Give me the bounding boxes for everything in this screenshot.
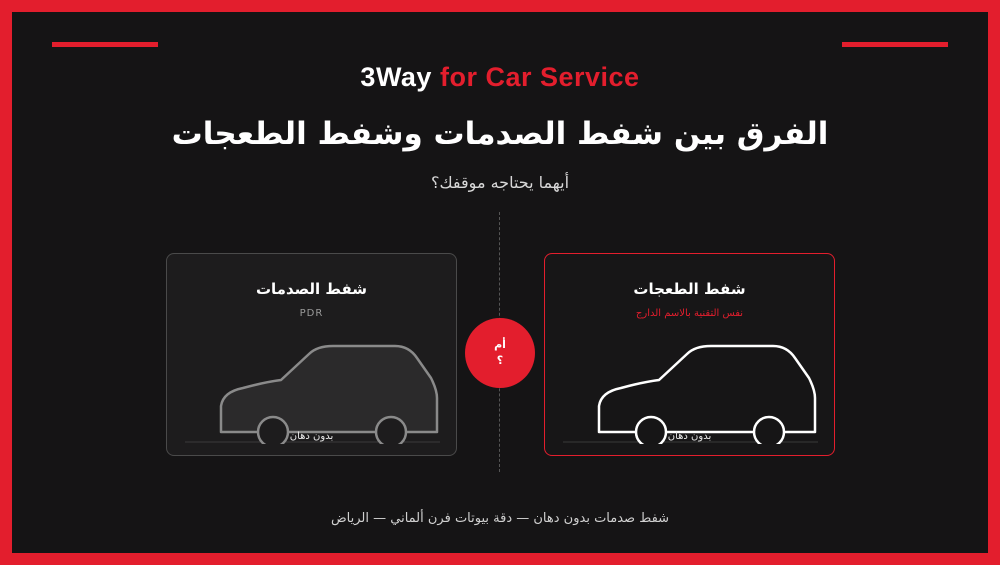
card-subtitle: PDR (299, 308, 324, 319)
card-caption: بدون دهان (667, 431, 712, 442)
or-badge-mark: ؟ (496, 354, 504, 367)
car-outline-icon (185, 344, 440, 444)
card-subtitle: نفس التقنية بالاسم الدارج (635, 308, 744, 319)
subtitle: أيهما يحتاجه موقفك؟ (430, 173, 570, 192)
main-title: الفرق بين شفط الصدمات وشفط الطعجات (171, 116, 829, 152)
brand-title: 3Way for Car Service (12, 62, 988, 93)
car-outline-icon (563, 344, 818, 444)
card-title: شفط الطعجات (633, 280, 746, 298)
accent-line-right (842, 42, 948, 47)
brand-tagline: for Car Service (439, 62, 640, 92)
or-badge: أم ؟ (465, 318, 535, 388)
card-caption: بدون دهان (289, 431, 334, 442)
card-bumper-suction: شفط الصدمات PDR بدون دهان (166, 253, 457, 456)
brand-name: 3Way (360, 62, 432, 92)
card-title: شفط الصدمات (255, 280, 368, 298)
card-dent-suction: شفط الطعجات نفس التقنية بالاسم الدارج بد… (544, 253, 835, 456)
accent-line-left (52, 42, 158, 47)
or-badge-word: أم (494, 337, 506, 351)
footer-text: شفط صدمات بدون دهان — دقة بيوتات فرن ألم… (330, 511, 670, 526)
slide-frame: 3Way for Car Service الفرق بين شفط الصدم… (12, 12, 988, 553)
